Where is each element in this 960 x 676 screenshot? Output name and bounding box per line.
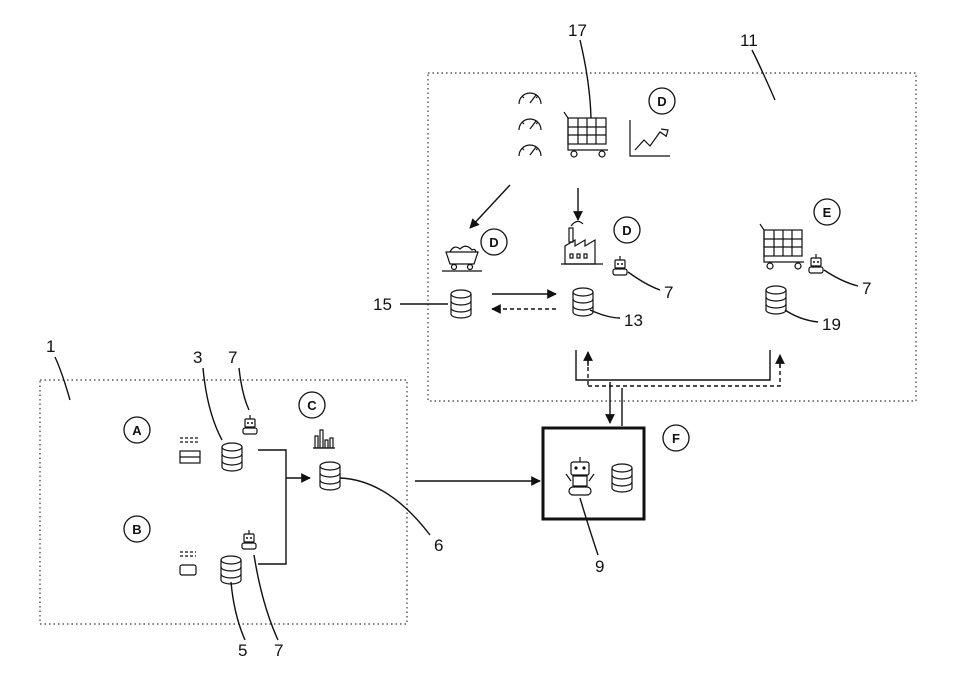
- leader-1: [55, 357, 70, 400]
- leader-3: [203, 368, 222, 440]
- circle-label-d-mine: D: [481, 229, 507, 255]
- svg-text:D: D: [489, 235, 498, 250]
- system-box-1: [40, 380, 407, 624]
- circle-label-a: A: [124, 417, 150, 443]
- svg-text:F: F: [672, 431, 680, 446]
- leader-7c: [628, 272, 660, 290]
- refnum-13: 13: [624, 311, 643, 330]
- svg-text:D: D: [657, 94, 666, 109]
- refnum-5: 5: [238, 641, 247, 660]
- database-19-icon: [766, 286, 786, 314]
- database-5-icon: [221, 556, 241, 584]
- growth-chart-icon: [630, 120, 670, 156]
- refnum-11: 11: [740, 31, 758, 50]
- refnum-7d: 7: [862, 279, 871, 298]
- robot-agent-icon-c: [613, 256, 627, 275]
- gauge-icon-3: [519, 145, 541, 156]
- refnum-7a: 7: [228, 348, 237, 367]
- robot-agent-icon-d: [809, 254, 823, 273]
- shopping-cart-e-icon: [760, 224, 804, 269]
- database-15-icon: [451, 290, 471, 318]
- robot-agent-icon-b: [242, 530, 256, 549]
- leader-7a: [239, 368, 249, 410]
- device-a-icon: [180, 438, 200, 463]
- circle-label-c: C: [299, 392, 325, 418]
- leader-5: [231, 582, 245, 640]
- refnum-15: 15: [373, 295, 392, 314]
- device-b-icon: [180, 552, 196, 575]
- refnum-19: 19: [822, 315, 841, 334]
- refnum-9: 9: [595, 557, 604, 576]
- leader-6: [340, 478, 430, 535]
- central-database-icon: [612, 464, 632, 492]
- circle-label-d-top: D: [649, 88, 675, 114]
- connector-19-dashed: [588, 356, 780, 386]
- leader-17: [580, 40, 591, 118]
- robot-agent-icon-a: [243, 415, 257, 434]
- gauge-icon-2: [519, 119, 541, 130]
- shopping-cart-17-icon: [564, 112, 608, 157]
- arrow-to-mine: [470, 185, 510, 228]
- leader-11: [752, 50, 775, 100]
- factory-icon: [561, 221, 603, 264]
- bar-chart-icon: [313, 430, 335, 448]
- svg-text:E: E: [823, 205, 832, 220]
- database-6-icon: [320, 462, 340, 490]
- mine-cart-icon: [442, 246, 482, 271]
- connector-13-19-solid: [576, 350, 770, 380]
- database-3-icon: [222, 443, 242, 471]
- circle-label-d-factory: D: [614, 217, 640, 243]
- connector-db3-merge: [258, 450, 286, 564]
- central-unit-box-9: [543, 428, 644, 519]
- leader-19: [785, 310, 818, 322]
- central-robot-icon: [566, 457, 594, 495]
- svg-text:C: C: [307, 398, 317, 413]
- refnum-7b: 7: [274, 641, 283, 660]
- svg-text:B: B: [132, 522, 141, 537]
- leader-7b: [254, 555, 278, 640]
- leader-7d: [824, 270, 858, 286]
- circle-label-b: B: [124, 516, 150, 542]
- refnum-6: 6: [434, 536, 443, 555]
- database-13-icon: [573, 288, 593, 316]
- circle-label-e: E: [814, 199, 840, 225]
- refnum-3: 3: [193, 348, 202, 367]
- refnum-17: 17: [568, 21, 587, 40]
- leader-9: [580, 498, 598, 555]
- gauge-icon-1: [519, 93, 541, 104]
- svg-text:D: D: [622, 223, 631, 238]
- refnum-1: 1: [46, 337, 55, 356]
- leader-13: [590, 310, 620, 318]
- circle-label-f: F: [663, 425, 689, 451]
- svg-text:A: A: [132, 423, 142, 438]
- refnum-7c: 7: [664, 283, 673, 302]
